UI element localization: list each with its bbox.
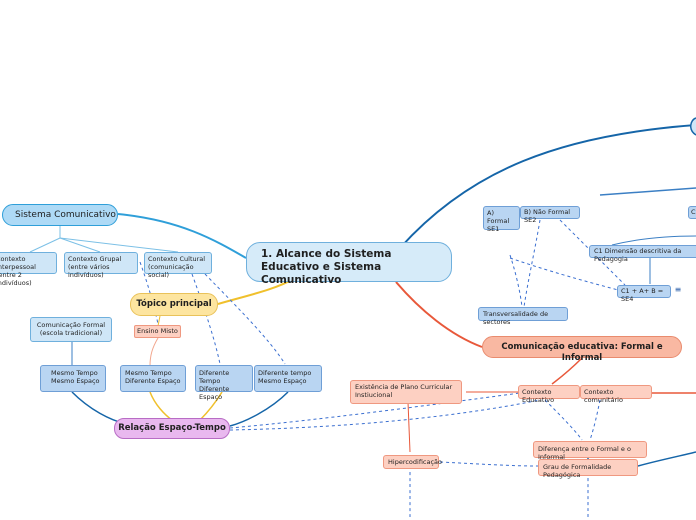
- diferenca-node[interactable]: Diferença entre o Formal e o Informal: [533, 441, 647, 462]
- nao-formal-se2-node[interactable]: B) Não Formal SE2: [520, 206, 580, 224]
- formula-label: C1 + A+ B = SE4: [621, 287, 664, 304]
- dashed-link-10: [544, 399, 583, 441]
- grau-formalidade-label: Grau de Formalidade Pedagógica: [543, 463, 612, 480]
- context-grupal[interactable]: Contexto Grupal (entre vários indivíduos…: [64, 252, 138, 279]
- relacao-line-2: [149, 391, 173, 421]
- comunicacao-formal-node[interactable]: Comunicação Formal (escola tradicional): [30, 317, 112, 342]
- relacao-espaco-tempo-label: Relação Espaço-Tempo: [118, 423, 226, 433]
- mesmo-tempo-diferente-espaco-label: Mesmo Tempo Diferente Espaço: [125, 369, 181, 386]
- top-right-node-edge: [690, 117, 696, 136]
- context-cultural[interactable]: Contexto Cultural (comunicação social): [144, 252, 212, 279]
- branch-line-educativa: [395, 281, 483, 348]
- contexto-educativo-node[interactable]: Contexto Educativo: [518, 385, 580, 404]
- diferente-tempo-mesmo-espaco-label: Diferente tempo Mesmo Espaço: [258, 369, 312, 386]
- dashed-link-12: [439, 461, 539, 467]
- central-topic-label: 1. Alcance do Sistema Educativo e Sistem…: [261, 248, 392, 287]
- mesmo-tempo-mesmo-espaco[interactable]: Mesmo Tempo Mesmo Espaço: [40, 365, 106, 392]
- formal-se1-node[interactable]: A) Formal SE1: [483, 206, 520, 234]
- diferente-tempo-mesmo-espaco[interactable]: Diferente tempo Mesmo Espaço: [254, 365, 322, 392]
- c1-dimensao-label: C1 Dimensão descritiva da Pedagogia: [594, 247, 682, 264]
- context-grupal-label: Contexto Grupal (entre vários indivíduos…: [68, 255, 122, 280]
- topico-principal-node[interactable]: Tópico principal: [130, 293, 218, 316]
- mesmo-tempo-mesmo-espaco-label: Mesmo Tempo Mesmo Espaço: [51, 369, 100, 386]
- dashed-link-9: [559, 219, 626, 286]
- formula-node[interactable]: C1 + A+ B = SE4: [617, 285, 671, 303]
- sistema-comunicativo-label: Sistema Comunicativo: [15, 210, 116, 220]
- ensino-misto-label: Ensino Misto: [137, 327, 178, 335]
- topico-principal-label: Tópico principal: [136, 299, 212, 309]
- comunicacao-formal-label: Comunicação Formal (escola tradicional): [36, 321, 106, 338]
- context-interpessoal-label: Contexto Interpessoal (entre 2 indivíduo…: [0, 255, 36, 288]
- hiper-arrow: [407, 401, 411, 453]
- list-icon[interactable]: ≡: [674, 285, 682, 294]
- diferente-tempo-diferente-espaco-label: Diferente Tempo Diferente Espaço: [199, 369, 230, 402]
- dashed-link-7: [523, 219, 541, 308]
- educativa-line-1: [551, 357, 583, 385]
- sistema-comunicativo-node[interactable]: Sistema Comunicativo: [2, 204, 118, 226]
- cut-node-c[interactable]: C: [688, 206, 696, 219]
- transversalidade-label: Transversalidade de sectores: [483, 310, 549, 327]
- topico-line: [157, 315, 161, 327]
- ensino-misto-node[interactable]: Ensino Misto: [134, 325, 181, 338]
- context-interpessoal[interactable]: Contexto Interpessoal (entre 2 indivíduo…: [0, 252, 57, 287]
- dashed-link-5: [229, 399, 541, 431]
- existencia-plano-node[interactable]: Existência de Plano Curricular Instiucio…: [350, 380, 462, 404]
- dashed-link-2: [191, 273, 221, 365]
- cut-node-c-label: C: [691, 208, 696, 216]
- relacao-espaco-tempo-node[interactable]: Relação Espaço-Tempo: [114, 418, 230, 439]
- dashed-link-4: [229, 392, 521, 429]
- branch-line-right-cluster: [599, 187, 696, 196]
- formal-se1-label: A) Formal SE1: [487, 209, 510, 234]
- hipercodificacao-label: Hipercodificação: [388, 458, 443, 466]
- transversalidade-node[interactable]: Transversalidade de sectores: [478, 307, 568, 326]
- c1-line-2: [611, 235, 696, 246]
- dashed-link-3: [204, 273, 286, 365]
- comunicacao-educativa-node[interactable]: Comunicação educativa: Formal e Informal: [482, 336, 682, 363]
- contexto-comunitario-label: Contexto comunitário: [584, 388, 623, 405]
- mesmo-tempo-diferente-espaco[interactable]: Mesmo Tempo Diferente Espaço: [120, 365, 186, 392]
- relacao-line-4: [229, 391, 289, 427]
- grau-line-right: [637, 451, 696, 467]
- misto-line: [149, 337, 159, 367]
- grau-formalidade-node[interactable]: Grau de Formalidade Pedagógica: [538, 459, 638, 480]
- dashed-link-11: [589, 399, 601, 441]
- diferente-tempo-diferente-espaco[interactable]: Diferente Tempo Diferente Espaço: [195, 365, 253, 401]
- context-line-3: [59, 237, 179, 253]
- context-cultural-label: Contexto Cultural (comunicação social): [148, 255, 206, 280]
- c1-dimensao-node[interactable]: C1 Dimensão descritiva da Pedagogia: [589, 245, 696, 263]
- branch-line-sistema: [117, 213, 247, 259]
- dashed-link-6: [509, 254, 523, 308]
- nao-formal-se2-label: B) Não Formal SE2: [524, 208, 571, 225]
- contexto-comunitario-node[interactable]: Contexto comunitário: [580, 385, 652, 404]
- context-line-1: [29, 226, 61, 253]
- central-topic[interactable]: 1. Alcance do Sistema Educativo e Sistem…: [246, 242, 452, 286]
- existencia-plano-label: Existência de Plano Curricular Instiucio…: [355, 383, 453, 400]
- context-line-2: [59, 237, 101, 253]
- diferenca-label: Diferença entre o Formal e o Informal: [538, 445, 631, 462]
- hipercodificacao-node[interactable]: Hipercodificação: [383, 455, 443, 469]
- branch-line-top-right: [399, 124, 696, 249]
- comunicacao-educativa-label: Comunicação educativa: Formal e Informal: [501, 342, 663, 363]
- contexto-educativo-label: Contexto Educativo: [522, 388, 555, 405]
